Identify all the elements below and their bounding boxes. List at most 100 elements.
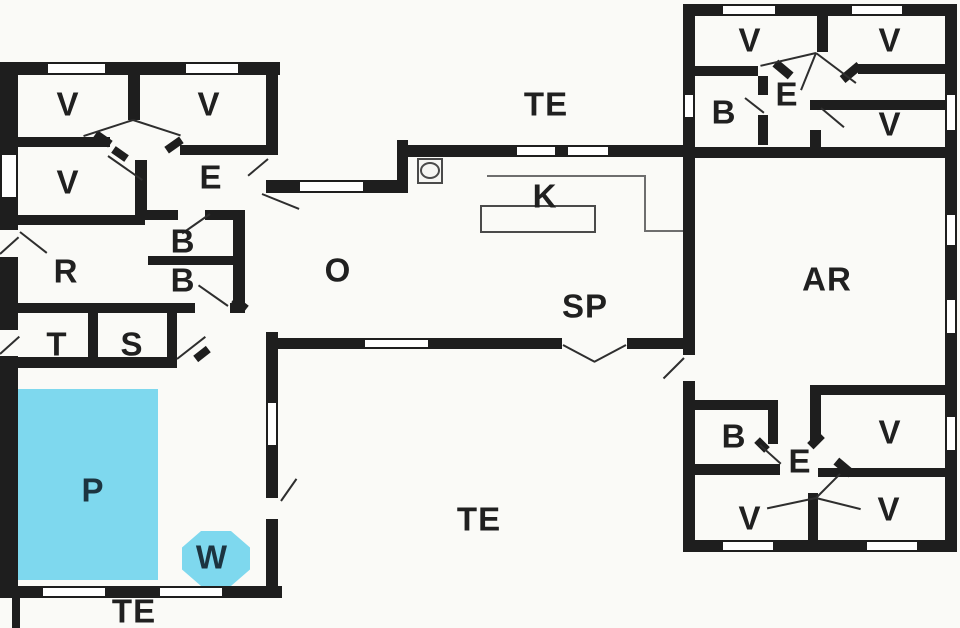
window — [945, 95, 957, 130]
hot-tub — [182, 531, 250, 586]
window — [266, 403, 278, 445]
wall — [205, 210, 245, 220]
door-swing — [247, 158, 269, 177]
window — [723, 4, 775, 16]
wall — [758, 76, 768, 95]
wall — [0, 356, 18, 598]
door-jamb — [193, 345, 211, 363]
door-swing — [759, 444, 782, 465]
room-label-bedroom: V — [878, 21, 902, 59]
door-swing — [820, 107, 845, 129]
room-label-pool: P — [81, 471, 105, 509]
room-label-bedroom: V — [56, 163, 80, 201]
room-label-hall: E — [775, 75, 799, 113]
door-swing — [19, 231, 48, 254]
door-swing — [760, 52, 817, 67]
window — [517, 145, 555, 157]
wall — [690, 464, 780, 475]
room-label-kitchen: K — [532, 177, 558, 215]
room-label-bedroom: V — [877, 490, 901, 528]
wall — [397, 140, 408, 193]
wall — [810, 385, 821, 440]
wall — [810, 130, 821, 147]
window — [43, 586, 105, 598]
wall — [266, 180, 278, 193]
room-label-bath: B — [170, 261, 196, 299]
window — [568, 145, 608, 157]
room-label-bath: B — [721, 417, 747, 455]
room-label-bedroom: V — [56, 85, 80, 123]
room-label-bedroom: V — [197, 85, 221, 123]
room-label-ar: AR — [802, 260, 852, 298]
door-swing — [0, 335, 20, 355]
wall — [0, 215, 145, 225]
window — [48, 62, 105, 75]
wall — [817, 16, 828, 52]
door-swing — [593, 344, 627, 363]
door-swing — [662, 357, 685, 380]
wall — [810, 385, 945, 395]
wall — [690, 66, 758, 76]
wall — [266, 62, 278, 155]
room-label-bedroom: V — [738, 499, 762, 537]
room-label-bath: B — [711, 93, 737, 131]
door-swing — [562, 344, 596, 363]
window — [683, 95, 695, 117]
wall — [0, 257, 18, 330]
door-swing — [800, 52, 817, 91]
wall — [683, 381, 695, 552]
kitchen-counter-line — [644, 175, 646, 232]
window — [945, 215, 957, 245]
wall — [683, 147, 945, 158]
wall — [266, 519, 278, 598]
kitchen-island — [480, 205, 596, 233]
wall — [808, 493, 818, 540]
swimming-pool — [18, 389, 158, 580]
wall — [0, 62, 18, 155]
kitchen-counter-line — [644, 230, 684, 232]
wall — [0, 197, 18, 230]
wall — [0, 137, 110, 147]
room-label-whirlpool: W — [195, 538, 229, 576]
room-label-diningroom: SP — [561, 287, 609, 325]
wall — [818, 468, 945, 477]
door-swing — [815, 497, 861, 511]
wall — [768, 400, 778, 444]
room-label-s: S — [120, 325, 144, 363]
wall — [810, 100, 821, 108]
wall — [128, 62, 140, 120]
wall — [758, 115, 768, 145]
window — [945, 417, 957, 450]
window — [0, 155, 18, 197]
room-label-r: R — [53, 252, 79, 290]
wall — [180, 145, 266, 155]
room-label-bath: B — [170, 222, 196, 260]
wall — [858, 64, 945, 74]
door-swing — [0, 236, 20, 255]
wall — [0, 357, 177, 368]
wall — [266, 332, 278, 403]
room-label-hall: E — [199, 158, 223, 196]
window — [186, 62, 238, 75]
wall — [945, 4, 957, 552]
door-swing — [744, 97, 765, 114]
wall — [12, 598, 20, 628]
window — [945, 300, 957, 333]
wall — [810, 100, 945, 110]
room-label-terrace: TE — [456, 500, 502, 538]
wall — [683, 4, 695, 355]
room-label-terrace: TE — [523, 85, 569, 123]
wall — [266, 445, 278, 498]
door-swing — [261, 193, 300, 210]
kitchen-counter-line — [487, 175, 645, 177]
wall — [167, 313, 177, 360]
wall — [145, 210, 178, 220]
room-label-bedroom: V — [878, 413, 902, 451]
window — [723, 540, 773, 552]
window — [365, 338, 428, 349]
wall — [690, 400, 777, 410]
window — [300, 180, 363, 193]
wall — [233, 210, 245, 307]
door-swing — [197, 284, 229, 307]
